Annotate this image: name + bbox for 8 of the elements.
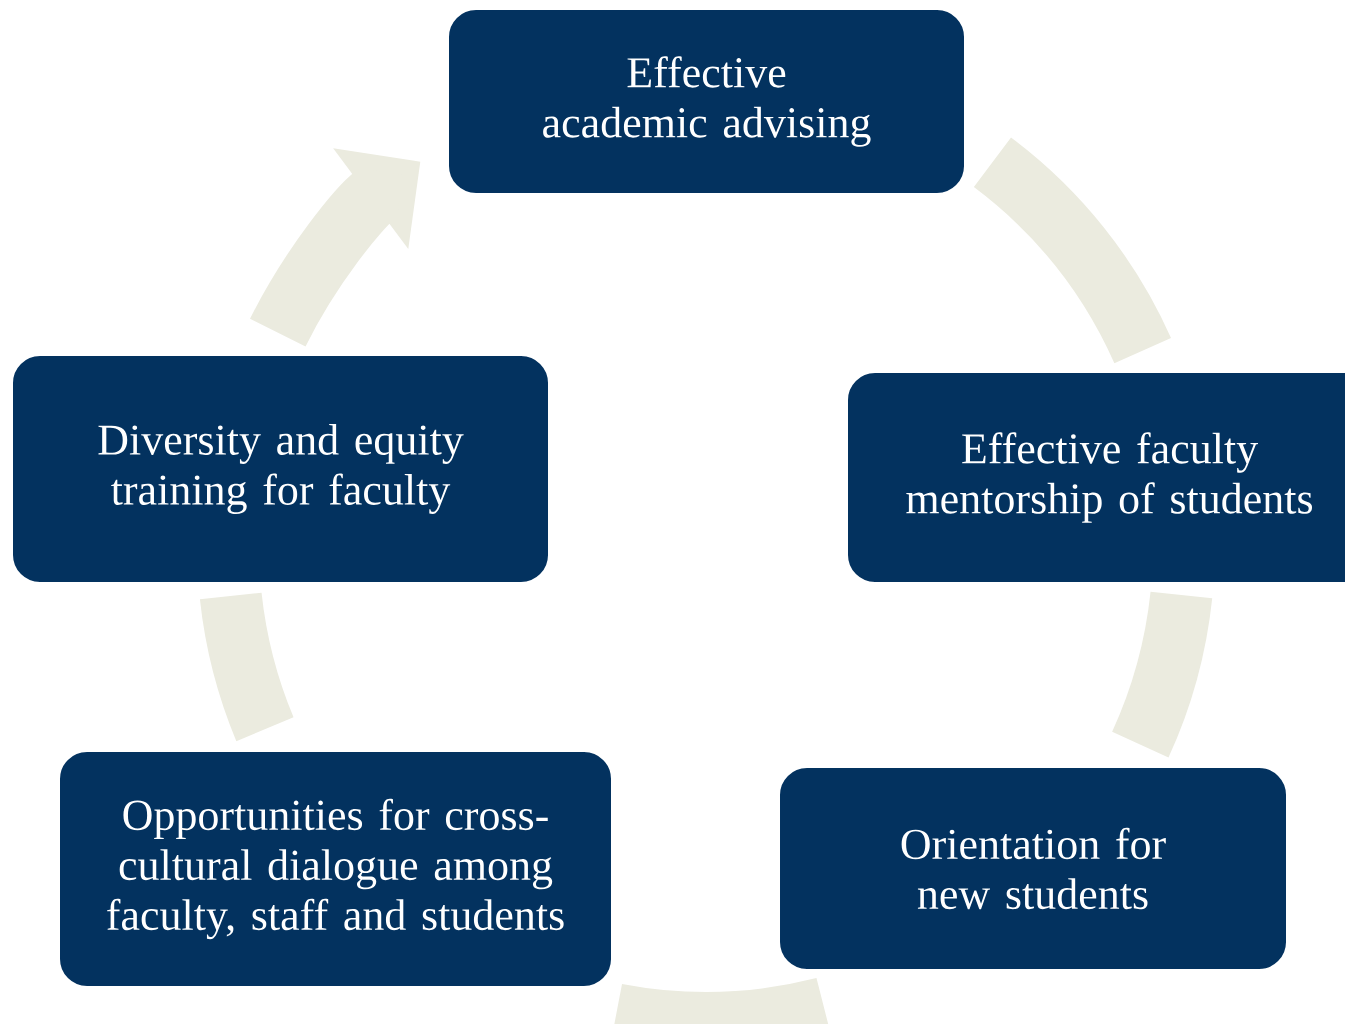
process-box: Effective academic advising — [447, 8, 966, 195]
ring-segment — [973, 137, 1171, 364]
ring-segment — [199, 592, 294, 741]
ring-segment — [1111, 591, 1213, 758]
process-box: Effective faculty mentorship of students — [846, 371, 1345, 584]
process-box: Opportunities for cross-cultural dialogue among faculty, staff and students — [58, 750, 613, 988]
process-box: Orientation for new students — [778, 766, 1288, 971]
process-box: Diversity and equity training for faculty — [11, 354, 550, 584]
